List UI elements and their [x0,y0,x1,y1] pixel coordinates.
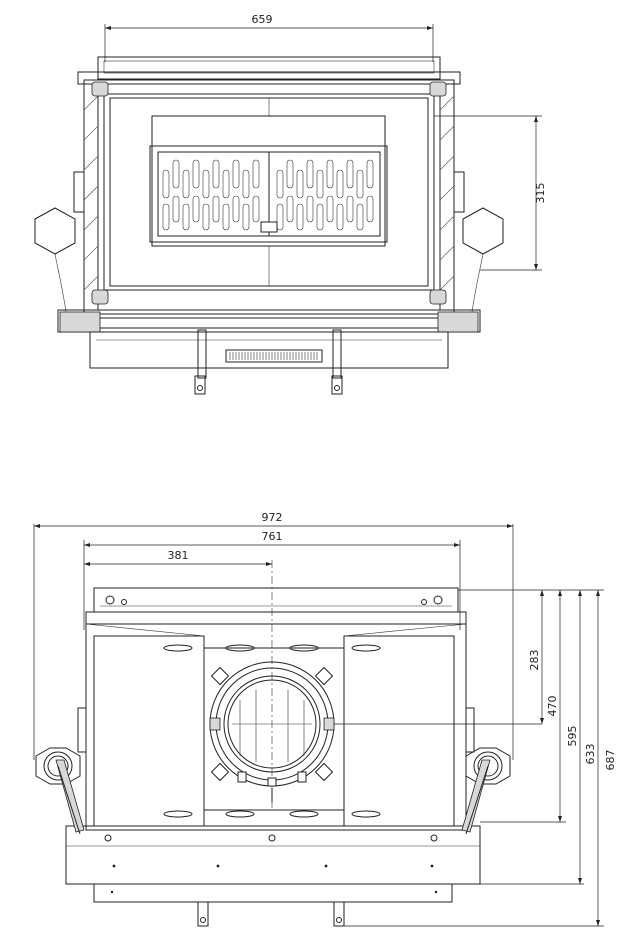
dimension-label-470: 470 [546,696,559,717]
bottom-view: 972 761 381 [33,511,617,927]
dimension-label-972: 972 [262,511,283,524]
grate-slot [326,195,334,223]
dimension-label-633: 633 [584,744,597,765]
dimension-label-381: 381 [168,549,189,562]
dimension-label-761: 761 [262,530,283,543]
right-hex-knob [462,207,504,255]
right-knob-assembly [461,747,511,835]
grate-slot [222,169,230,199]
dimension-381: 381 [84,549,272,566]
left-hex-knob [34,207,76,255]
grate-slot [212,159,220,189]
grate-slot [276,169,284,199]
grate-slot [182,169,190,199]
grate-slot [356,203,364,231]
grate-slot [326,159,334,189]
dimension-label-687: 687 [604,750,617,771]
grate-slot [232,195,240,223]
grate-slot [242,203,250,231]
grate-slot [366,159,374,189]
flue-collar [209,661,335,802]
grate-slot [276,203,284,231]
left-knob-assembly [35,747,85,835]
grate-slot [316,169,324,199]
grate-slot [306,159,314,189]
vertical-dimensions: 283 470 595 633 687 [344,589,617,927]
grate-slot [306,195,314,223]
dimension-label-659: 659 [252,13,273,26]
dimension-761: 761 [83,530,461,630]
grate-slot [212,195,220,223]
top-view: 659 [34,13,547,395]
grate-slot [356,169,364,199]
grate-slot [162,169,170,199]
grate-slot [172,159,180,189]
grate-slot [222,203,230,231]
right-wall-hatch [439,95,455,291]
grate-slot [336,203,344,231]
grate-slot [202,203,210,231]
grate-slot [366,195,374,223]
grate-slot [286,195,294,223]
grate-slot [286,159,294,189]
grate-slot [172,195,180,223]
grate-slot [336,169,344,199]
grate-slot [316,203,324,231]
grate-slot [296,169,304,199]
dimension-label-283: 283 [528,650,541,671]
grate-slot [192,195,200,223]
dimension-315: 315 [434,115,547,271]
grate-slot [346,159,354,189]
grate-slot [252,159,260,189]
dimension-label-315: 315 [534,183,547,204]
grate-slot [232,159,240,189]
grate-slot [182,203,190,231]
grate-slot [202,169,210,199]
dimension-659: 659 [104,13,434,62]
grate-slot [192,159,200,189]
grate [157,151,381,237]
dimension-label-595: 595 [566,726,579,747]
grate-slot [252,195,260,223]
left-wall-hatch [83,95,99,291]
dimension-972: 972 [33,511,514,760]
grate-slot [296,203,304,231]
grate-slot [162,203,170,231]
grate-slot [346,195,354,223]
grate-slot [242,169,250,199]
